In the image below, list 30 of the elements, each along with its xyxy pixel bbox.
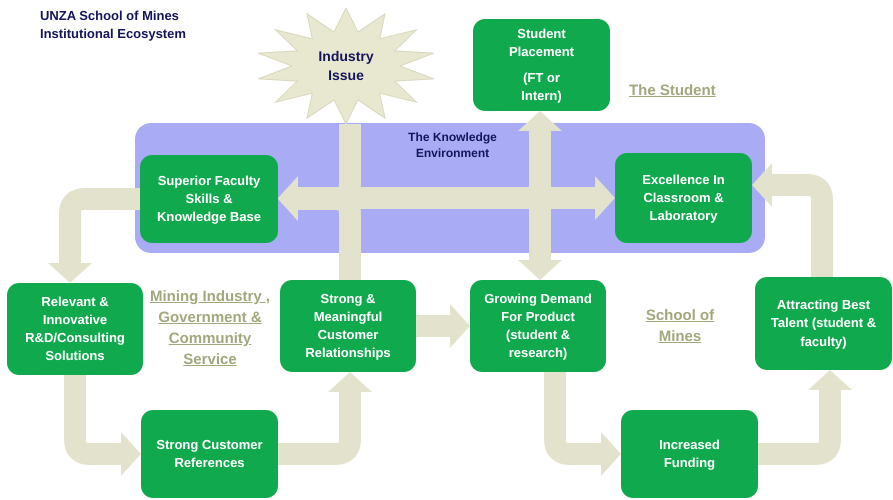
process-box xyxy=(473,19,610,111)
process-box xyxy=(621,410,758,498)
arrow xyxy=(518,111,562,280)
section-label: School of Mines xyxy=(644,306,716,347)
arrow xyxy=(752,163,833,277)
process-box xyxy=(470,280,606,372)
arrow xyxy=(544,372,621,476)
section-label: Mining Industry , Government & Community Service xyxy=(149,287,271,370)
process-box xyxy=(141,410,278,498)
node-text: Excellence In Classroom & Laboratory xyxy=(641,170,726,226)
node-text: Strong Customer References xyxy=(155,436,264,472)
arrow xyxy=(278,176,615,220)
process-box xyxy=(7,283,143,375)
node-text: Growing Demand For Product (student & research) xyxy=(483,290,593,362)
section-label: The Student xyxy=(629,81,717,101)
node-text: Student Placement xyxy=(508,24,576,61)
node-text: (FT or Intern) xyxy=(520,69,563,106)
node-text: Increased Funding xyxy=(658,436,721,472)
node-text: Strong & Meaningful Customer Relationships xyxy=(304,290,392,362)
node-text: The Knowledge Environment xyxy=(407,129,498,162)
node-text: Attracting Best Talent (student & faculty) xyxy=(770,296,878,351)
process-box xyxy=(615,153,752,243)
node-text: Superior Faculty Skills & Knowledge Base xyxy=(156,172,262,226)
node-text: Relevant & Innovative R&D/Consulting Solutions xyxy=(24,292,126,366)
node-text: Industry Issue xyxy=(317,47,375,85)
process-box xyxy=(140,155,278,243)
arrow xyxy=(416,304,470,348)
process-box xyxy=(755,277,892,370)
title: UNZA School of Mines Institutional Ecosystem xyxy=(40,7,187,42)
process-box xyxy=(280,280,416,372)
